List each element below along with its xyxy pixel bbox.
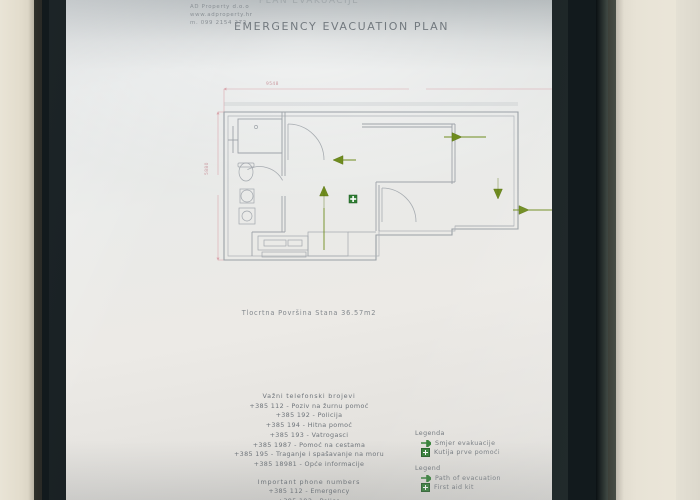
- frame-shadow-left: [28, 0, 42, 500]
- arrow-icon: [421, 440, 431, 447]
- legend-title-croatian: Legenda: [415, 430, 445, 437]
- first-aid-kit-icon: [421, 448, 430, 457]
- legend: Legenda Smjer evakuacije Kutija prve pom…: [415, 429, 552, 492]
- legend-item-evacuation-english: Path of evacuation: [415, 474, 552, 483]
- company-name: AD Property d.o.o: [190, 4, 250, 10]
- phone-item: +385 194 - Hitna pomoć: [265, 421, 353, 430]
- legend-title-english: Legend: [415, 465, 441, 472]
- phone-item: +385 1987 - Pomoć na cestama: [252, 440, 366, 449]
- dimension-label-left: 5880: [205, 162, 210, 175]
- legend-label: Kutija prve pomoći: [434, 449, 501, 456]
- phones-heading-croatian: Važni telefonski brojevi: [262, 392, 356, 400]
- first-aid-kit-icon: [421, 483, 430, 492]
- phone-item: +385 192 - Policija: [275, 411, 343, 420]
- wall-left: [0, 0, 36, 500]
- floor-plan-drawing: 9548 5880: [66, 0, 552, 330]
- phone-item: +385 193 - Vatrogasci: [269, 430, 349, 439]
- first-aid-kit-marker: [348, 194, 358, 204]
- floor-area-note: Tlocrtna Površina Stana 36.57m2: [241, 309, 377, 317]
- evacuation-plan-poster: PLAN EVAKUACIJE EMERGENCY EVACUATION PLA…: [66, 0, 552, 500]
- phone-item: +385 112 - Poziv na žurnu pomoć: [249, 401, 369, 410]
- plan-title-english: EMERGENCY EVACUATION PLAN: [234, 20, 450, 33]
- emergency-phone-numbers: Važni telefonski brojevi +385 112 - Pozi…: [66, 392, 552, 500]
- legend-label: Smjer evakuacije: [435, 440, 496, 447]
- legend-item-firstaid-croatian: Kutija prve pomoći: [415, 448, 552, 457]
- phone-item: +385 192 - Police: [66, 497, 552, 500]
- legend-item-evacuation-croatian: Smjer evakuacije: [415, 439, 552, 448]
- dimension-label-top: 9548: [266, 82, 279, 87]
- legend-label: Path of evacuation: [435, 475, 501, 482]
- company-website: www.adproperty.hr: [190, 12, 253, 19]
- legend-item-firstaid-english: First aid kit: [415, 483, 552, 492]
- frame-shadow-right: [608, 0, 624, 500]
- frame-left-edge: [34, 0, 43, 500]
- legend-label: First aid kit: [434, 484, 474, 491]
- plan-title-croatian: PLAN EVAKUACIJE: [258, 0, 360, 6]
- phone-item: +385 112 - Emergency: [268, 487, 350, 496]
- arrow-icon: [421, 475, 431, 482]
- phone-item: +385 18981 - Opće informacije: [253, 459, 365, 468]
- frame-right-edge: [596, 0, 616, 500]
- phones-heading-english: Important phone numbers: [257, 477, 361, 486]
- company-info: AD Property d.o.o www.adproperty.hr m. 0…: [190, 3, 320, 28]
- spacer: [415, 457, 552, 464]
- company-phone: m. 099 2154 272: [190, 20, 247, 27]
- wall-right-far: [676, 0, 700, 500]
- phone-item: +385 195 - Traganje i spašavanje na moru: [233, 450, 385, 459]
